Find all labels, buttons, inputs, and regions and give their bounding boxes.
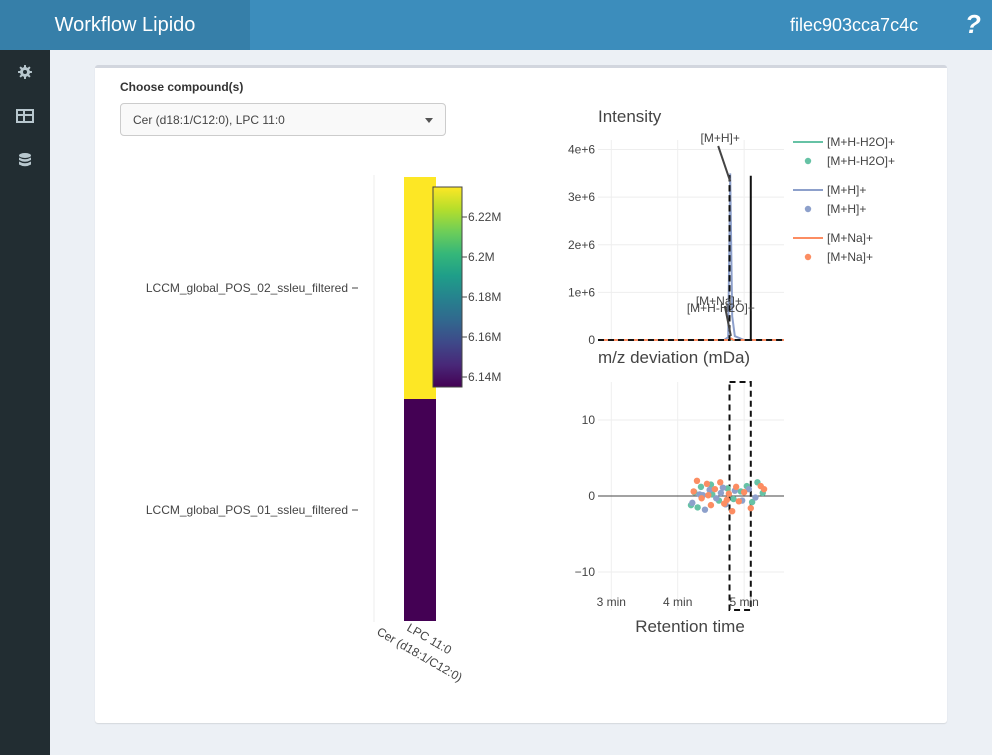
deviation-point xyxy=(706,486,713,494)
deviation-point xyxy=(694,504,701,511)
heatmap-cell xyxy=(404,399,436,621)
deviation-x-tick: 5 min xyxy=(729,595,758,609)
legend-point-swatch xyxy=(804,157,812,165)
gear-icon[interactable] xyxy=(13,60,37,84)
deviation-x-tick: 3 min xyxy=(597,595,626,609)
deviation-point xyxy=(747,504,754,512)
legend-line-label: [M+Na]+ xyxy=(827,231,873,245)
legend-line-label: [M+H]+ xyxy=(827,183,866,197)
intensity-chart: Intensity4e+63e+62e+61e+60[M+H]+[M+Na]+[… xyxy=(568,107,895,636)
deviation-point xyxy=(723,496,731,503)
legend-point-label: [M+H-H2O]+ xyxy=(827,154,895,168)
compound-select-value: Cer (d18:1/C12:0), LPC 11:0 xyxy=(133,113,285,127)
sidebar xyxy=(0,50,50,755)
heatmap-chart: LCCM_global_POS_02_ssleu_filteredLCCM_gl… xyxy=(146,175,501,685)
deviation-point xyxy=(701,506,709,513)
deviation-point xyxy=(690,488,697,495)
table-icon[interactable] xyxy=(13,104,37,128)
compound-select-label: Choose compound(s) xyxy=(120,80,244,94)
legend-point-swatch xyxy=(804,253,812,261)
intensity-y-tick: 4e+6 xyxy=(568,143,595,157)
deviation-point xyxy=(693,477,701,484)
deviation-point xyxy=(703,480,711,488)
intensity-y-tick: 3e+6 xyxy=(568,190,595,204)
compound-select[interactable]: Cer (d18:1/C12:0), LPC 11:0 xyxy=(120,103,446,136)
legend-point-label: [M+Na]+ xyxy=(827,250,873,264)
annotation-arrow xyxy=(717,145,732,182)
deviation-point xyxy=(740,489,748,496)
deviation-plot-title: m/z deviation (mDa) xyxy=(598,348,750,367)
legend-point-swatch xyxy=(804,205,812,213)
deviation-y-tick: −10 xyxy=(575,565,596,579)
chevron-down-icon[interactable] xyxy=(425,118,433,123)
deviation-point xyxy=(735,498,743,505)
deviation-point xyxy=(760,485,768,493)
deviation-point xyxy=(719,484,727,491)
annotation-label: [M+Na]+ xyxy=(696,294,742,308)
deviation-point xyxy=(697,483,705,491)
deviation-point xyxy=(752,494,759,501)
deviation-point xyxy=(711,485,719,493)
annotation-label: [M+H]+ xyxy=(701,131,740,145)
intensity-series-line xyxy=(598,173,784,341)
colorbar xyxy=(432,186,463,388)
heatmap-cell xyxy=(404,177,436,399)
content-box xyxy=(95,65,947,723)
intensity-plot-title: Intensity xyxy=(598,107,662,126)
heatmap-y-label: LCCM_global_POS_01_ssleu_filtered xyxy=(146,503,348,517)
deviation-point xyxy=(732,483,740,491)
deviation-point xyxy=(748,498,756,506)
top-header: Workflow Lipido filec903cca7c4c ? xyxy=(0,0,992,50)
legend-point-label: [M+H]+ xyxy=(827,202,866,216)
deviation-point xyxy=(707,501,715,509)
help-icon[interactable]: ? xyxy=(965,9,981,39)
deviation-point xyxy=(705,492,712,499)
deviation-x-tick: 4 min xyxy=(663,595,692,609)
colorbar-tick-label: 6.2M xyxy=(468,250,495,264)
app-title[interactable]: Workflow Lipido xyxy=(0,0,250,50)
legend-line-label: [M+H-H2O]+ xyxy=(827,135,895,149)
deviation-point xyxy=(717,489,725,497)
database-icon[interactable] xyxy=(13,148,37,172)
deviation-point xyxy=(730,495,737,503)
colorbar-tick-label: 6.22M xyxy=(468,210,501,224)
deviation-y-tick: 0 xyxy=(588,489,595,503)
file-name-label: filec903cca7c4c xyxy=(790,15,919,35)
deviation-point xyxy=(745,485,752,493)
intensity-y-tick: 1e+6 xyxy=(568,285,595,299)
deviation-point xyxy=(717,479,724,486)
intensity-integration-boundary xyxy=(598,173,784,341)
deviation-point xyxy=(725,490,733,497)
annotation-arrow xyxy=(723,305,732,337)
deviation-point xyxy=(728,508,736,515)
deviation-y-tick: 10 xyxy=(582,413,596,427)
heatmap-y-label: LCCM_global_POS_02_ssleu_filtered xyxy=(146,281,348,295)
intensity-y-tick: 0 xyxy=(588,333,595,347)
intensity-y-tick: 2e+6 xyxy=(568,238,595,252)
colorbar-tick-label: 6.18M xyxy=(468,290,501,304)
deviation-x-title: Retention time xyxy=(635,617,745,636)
deviation-point xyxy=(713,495,720,502)
colorbar-tick-label: 6.16M xyxy=(468,330,501,344)
annotation-label: [M+H-H2O]+ xyxy=(687,301,755,315)
deviation-point xyxy=(698,495,705,502)
deviation-point xyxy=(689,499,696,507)
colorbar-tick-label: 6.14M xyxy=(468,370,501,384)
